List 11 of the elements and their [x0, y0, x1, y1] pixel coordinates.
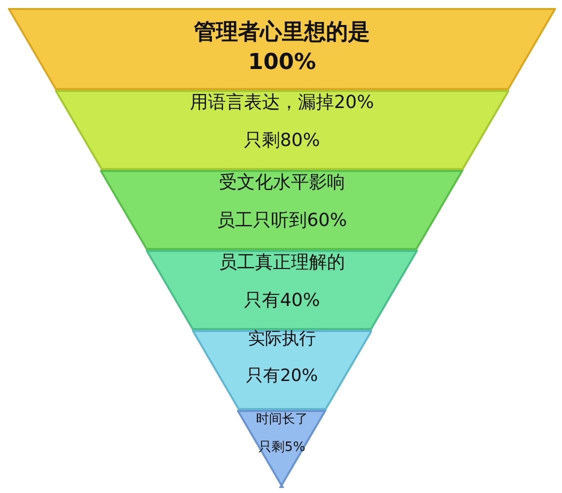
band-label: 只有40%	[244, 289, 320, 312]
band-label: 员工真正理解的	[218, 251, 345, 274]
band-label: 只剩5%	[258, 439, 306, 456]
band-label: 受文化水平影响	[218, 171, 345, 194]
band-label: 员工只听到60%	[216, 209, 347, 232]
band-label: 实际执行	[248, 328, 316, 350]
band-label: 用语言表达，漏掉20%	[190, 91, 374, 114]
band-label: 只剩80%	[244, 129, 320, 152]
band-label: 只有20%	[246, 365, 318, 387]
band-label: 时间长了	[256, 411, 308, 428]
band-label: 管理者心里想的是100%	[193, 18, 371, 77]
